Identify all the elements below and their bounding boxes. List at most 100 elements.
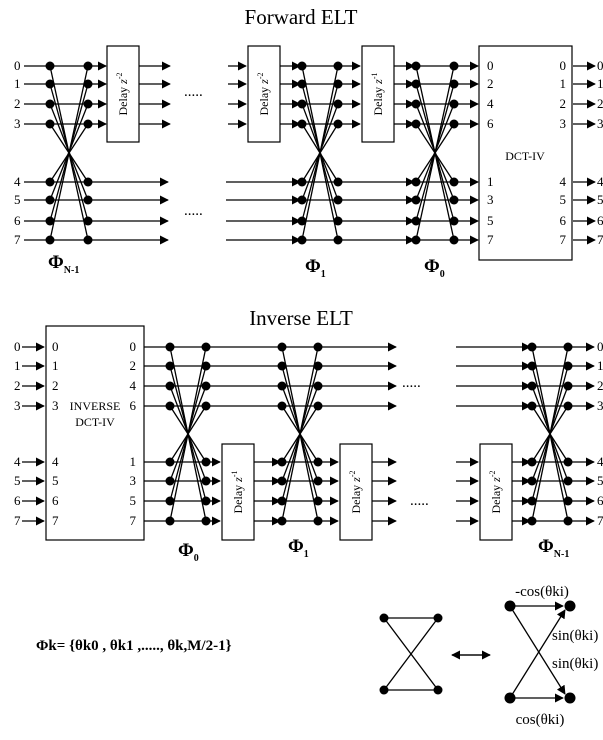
delay-label: Delay z-2 <box>348 471 363 514</box>
node-dot <box>411 79 421 89</box>
delay-block <box>106 45 140 143</box>
output-label: 5 <box>597 192 603 207</box>
node-dot <box>313 496 323 506</box>
node-dot <box>333 235 343 245</box>
inverse-dct-iv-block <box>45 325 145 541</box>
node-dot <box>449 119 459 129</box>
idct-input-index: 3 <box>52 398 59 413</box>
node-dot <box>297 177 307 187</box>
output-label: 7 <box>597 232 603 247</box>
node-dot <box>297 119 307 129</box>
delay-label: Delay z-2 <box>115 73 130 116</box>
stage-label: Φ0 <box>178 540 199 564</box>
input-label: 6 <box>14 493 21 508</box>
node-dot <box>411 216 421 226</box>
node-dot <box>313 401 323 411</box>
node-dot <box>297 61 307 71</box>
delay-block <box>247 45 281 143</box>
idct-output-index: 7 <box>130 513 137 528</box>
node-dot <box>563 457 573 467</box>
idct-input-index: 0 <box>52 339 59 354</box>
node-dot <box>411 119 421 129</box>
signal-line <box>169 405 207 463</box>
node-dot <box>83 195 93 205</box>
delay-label: Delay z-2 <box>488 471 503 514</box>
dct-input-index: 2 <box>487 76 494 91</box>
node-dot <box>45 119 55 129</box>
node-dot <box>333 61 343 71</box>
node-dot <box>277 361 287 371</box>
output-label: 0 <box>597 339 603 354</box>
node-dot <box>433 613 443 623</box>
dct-iv-title: DCT-IV <box>505 149 545 163</box>
node-dot <box>313 457 323 467</box>
cos-label: cos(θki) <box>516 712 565 728</box>
node-dot <box>297 99 307 109</box>
node-dot <box>201 401 211 411</box>
node-dot <box>83 99 93 109</box>
output-label: 3 <box>597 116 603 131</box>
node-dot <box>411 195 421 205</box>
node-dot <box>297 216 307 226</box>
node-dot <box>433 685 443 695</box>
idct-output-index: 4 <box>130 378 137 393</box>
inverse-dct-title: DCT-IV <box>75 415 115 429</box>
input-label: 3 <box>14 116 21 131</box>
dct-output-index: 4 <box>560 174 567 189</box>
node-dot <box>277 401 287 411</box>
output-label: 5 <box>597 473 603 488</box>
node-dot <box>83 61 93 71</box>
node-dot <box>201 381 211 391</box>
node-dot <box>45 61 55 71</box>
idct-output-index: 3 <box>130 473 137 488</box>
input-label: 4 <box>14 454 21 469</box>
node-dot <box>277 516 287 526</box>
ellipsis: ..... <box>184 203 203 219</box>
node-dot <box>45 195 55 205</box>
node-dot <box>83 79 93 89</box>
idct-input-index: 6 <box>52 493 59 508</box>
butterfly-line <box>509 609 566 699</box>
stage-label: ΦN-1 <box>538 536 569 560</box>
signal-line <box>49 123 89 183</box>
node-dot <box>411 177 421 187</box>
delay-label: Delay z-2 <box>256 73 271 116</box>
node-dot <box>527 342 537 352</box>
sin-label: sin(θki) <box>552 656 598 672</box>
node-dot <box>563 476 573 486</box>
idct-output-index: 2 <box>130 358 137 373</box>
node-dot <box>333 79 343 89</box>
node-dot <box>333 119 343 129</box>
node-dot <box>313 381 323 391</box>
output-label: 7 <box>597 513 603 528</box>
output-label: 3 <box>597 398 603 413</box>
node-dot <box>449 216 459 226</box>
node-dot <box>564 692 576 704</box>
node-dot <box>449 195 459 205</box>
neg-cos-label: -cos(θki) <box>515 584 569 600</box>
output-label: 1 <box>597 76 603 91</box>
node-dot <box>333 195 343 205</box>
node-dot <box>563 516 573 526</box>
node-dot <box>165 476 175 486</box>
dct-output-index: 7 <box>560 232 567 247</box>
dct-output-index: 2 <box>560 96 567 111</box>
output-label: 2 <box>597 96 603 111</box>
node-dot <box>527 361 537 371</box>
node-dot <box>201 496 211 506</box>
node-dot <box>277 496 287 506</box>
node-dot <box>165 496 175 506</box>
inverse-dct-title: INVERSE <box>70 399 121 413</box>
butterfly-line <box>383 617 439 691</box>
node-dot <box>563 381 573 391</box>
node-dot <box>379 613 389 623</box>
delay-block <box>221 443 255 541</box>
dct-output-index: 5 <box>560 192 567 207</box>
node-dot <box>201 342 211 352</box>
output-label: 4 <box>597 454 603 469</box>
dct-output-index: 1 <box>560 76 567 91</box>
node-dot <box>45 235 55 245</box>
input-label: 3 <box>14 398 21 413</box>
node-dot <box>527 457 537 467</box>
